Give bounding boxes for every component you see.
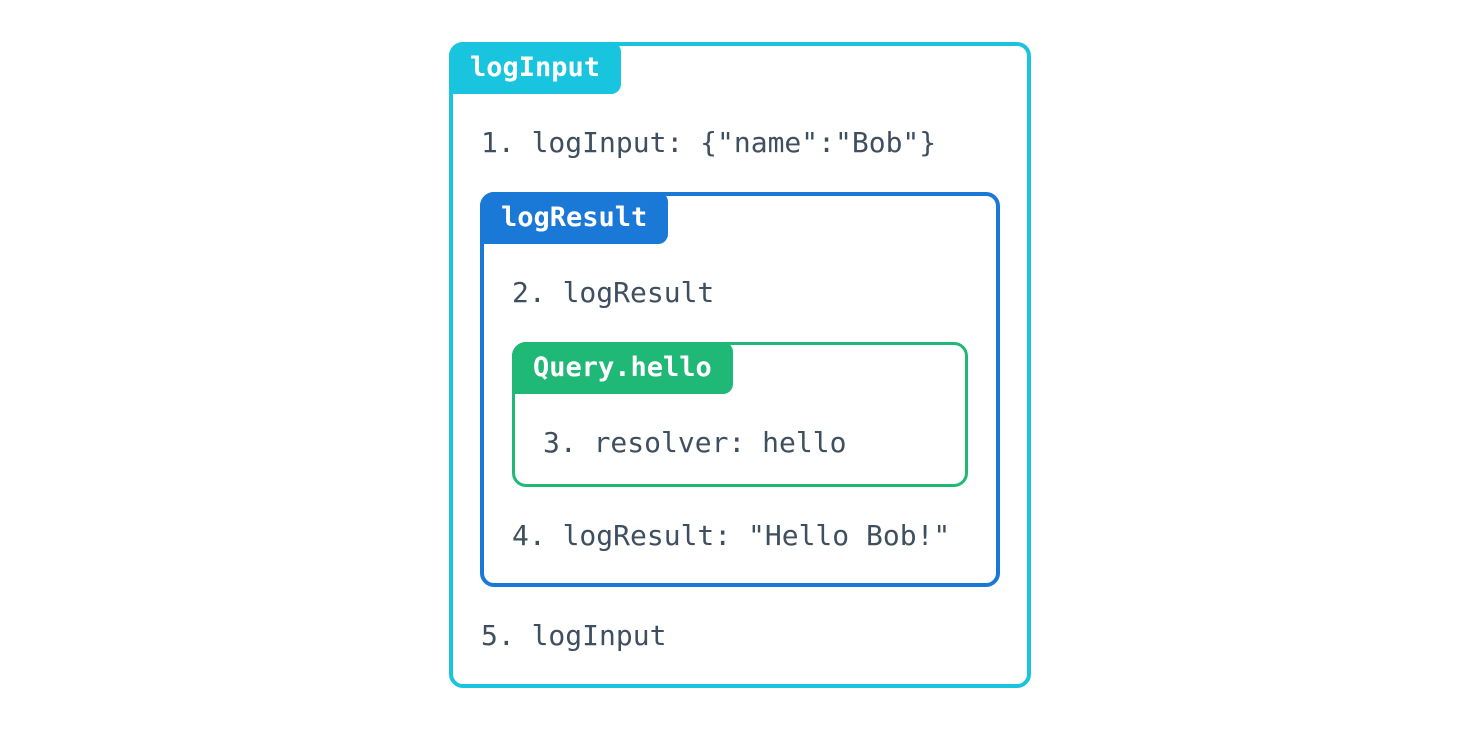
loginput-box: logInput 1. logInput: {"name":"Bob"} log… (449, 42, 1031, 688)
step-3-text: 3. resolver: hello (543, 426, 847, 459)
loginput-tab: logInput (449, 42, 622, 94)
step-4-text: 4. logResult: "Hello Bob!" (512, 519, 951, 552)
logresult-tab: logResult (480, 192, 669, 244)
step-5-text: 5. logInput (481, 619, 667, 652)
query-hello-box: Query.hello 3. resolver: hello (512, 342, 968, 487)
logresult-tab-label: logResult (501, 202, 648, 233)
step-2-text: 2. logResult (512, 276, 715, 309)
query-hello-tab-label: Query.hello (533, 352, 712, 383)
step-1-text: 1. logInput: {"name":"Bob"} (481, 126, 937, 159)
query-hello-tab: Query.hello (512, 342, 733, 394)
loginput-tab-label: logInput (470, 52, 601, 83)
logresult-box: logResult 2. logResult Query.hello 3. re… (480, 192, 1000, 587)
